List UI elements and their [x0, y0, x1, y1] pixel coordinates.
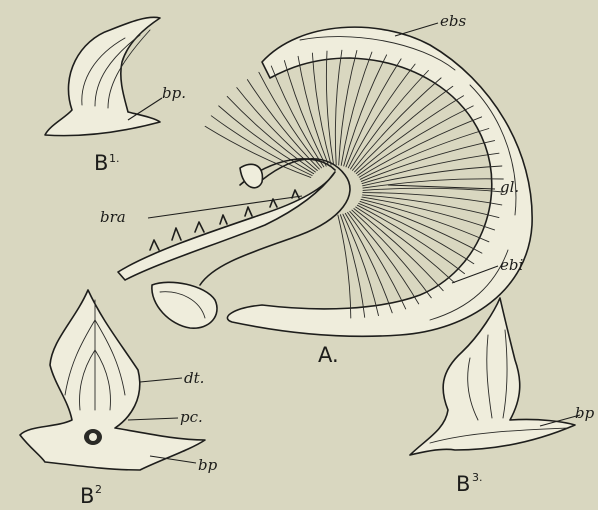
label-bp-b3: bp: [575, 404, 595, 422]
caption-b1: B: [94, 151, 108, 175]
caption-b3: B: [456, 472, 470, 496]
label-pc: pc.: [180, 408, 203, 426]
caption-a: A.: [318, 343, 339, 367]
caption-b2-index: 2: [95, 483, 102, 496]
label-bp-b2: bp: [198, 456, 218, 474]
label-ebi: ebi: [500, 256, 523, 274]
label-gl: gl.: [500, 178, 519, 196]
label-bra: bra: [100, 208, 126, 226]
label-ebs: ebs: [440, 12, 466, 30]
label-bp-b1: bp.: [162, 84, 186, 102]
label-dt: dt.: [184, 369, 204, 387]
figure-a-gill-arch: [118, 27, 532, 336]
caption-b2: B: [80, 484, 94, 508]
caption-b3-index: 3.: [472, 471, 483, 484]
figure-b1-tooth: [45, 17, 160, 135]
caption-b1-index: 1.: [109, 152, 120, 165]
